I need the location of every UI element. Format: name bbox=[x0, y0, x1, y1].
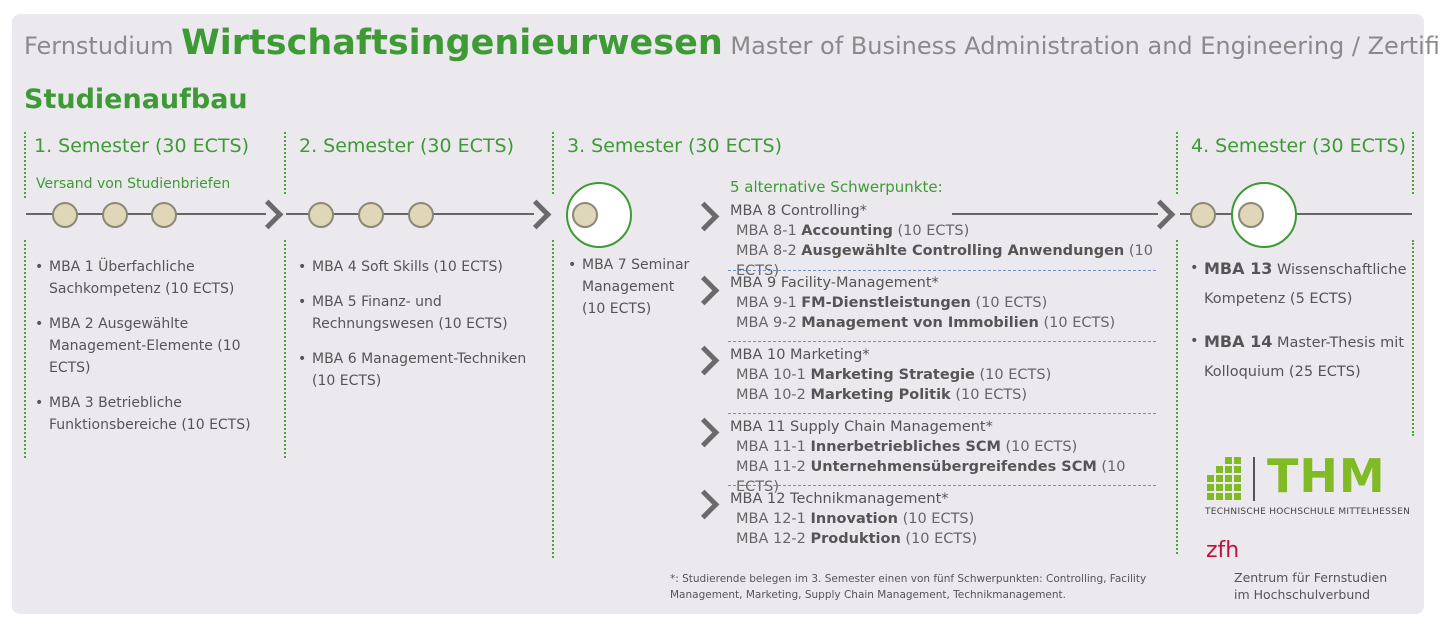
list-item: MBA 10-1 Marketing Strategie (10 ECTS) bbox=[736, 367, 1052, 383]
separator bbox=[1176, 132, 1178, 194]
timeline-segment bbox=[952, 213, 1158, 215]
module-dot bbox=[408, 202, 434, 228]
divider bbox=[728, 485, 1156, 486]
separator bbox=[552, 240, 554, 558]
separator bbox=[1412, 240, 1414, 436]
separator bbox=[1412, 132, 1414, 194]
specialization-facility-management: MBA 9 Facility-Management* MBA 9-1 FM-Di… bbox=[730, 273, 1160, 333]
specialization-title: MBA 9 Facility-Management* bbox=[730, 275, 939, 291]
specialization-title: MBA 8 Controlling* bbox=[730, 203, 867, 219]
timeline-segment bbox=[26, 213, 266, 215]
separator bbox=[1176, 240, 1178, 554]
semester-4-modules: MBA 13 Wissenschaftliche Kompetenz (5 EC… bbox=[1188, 254, 1408, 400]
list-item: MBA 12-2 Produktion (10 ECTS) bbox=[736, 531, 978, 547]
list-item: MBA 12-1 Innovation (10 ECTS) bbox=[736, 511, 975, 527]
specialization-supply-chain: MBA 11 Supply Chain Management* MBA 11-1… bbox=[730, 417, 1160, 497]
specialization-marketing: MBA 10 Marketing* MBA 10-1 Marketing Str… bbox=[730, 345, 1160, 405]
title-suffix: Master of Business Administration and En… bbox=[730, 32, 1440, 60]
list-item: MBA 11-1 Innerbetriebliches SCM (10 ECTS… bbox=[736, 439, 1078, 455]
specialization-title: MBA 11 Supply Chain Management* bbox=[730, 419, 993, 435]
module-dot bbox=[102, 202, 128, 228]
semester-1-heading: 1. Semester (30 ECTS) bbox=[34, 135, 249, 157]
shipping-note: Versand von Studienbriefen bbox=[36, 176, 231, 192]
list-item: MBA 14 Master-Thesis mit Kolloquium (25 … bbox=[1188, 327, 1408, 387]
footnote: *: Studierende belegen im 3. Semester ei… bbox=[670, 573, 1147, 601]
module-dot bbox=[308, 202, 334, 228]
list-item: MBA 6 Management-Techniken (10 ECTS) bbox=[296, 348, 541, 392]
semester-3-heading: 3. Semester (30 ECTS) bbox=[567, 135, 782, 157]
thm-logo-divider bbox=[1253, 457, 1255, 501]
divider bbox=[728, 341, 1156, 342]
list-item: MBA 5 Finanz- und Rechnungswesen (10 ECT… bbox=[296, 291, 541, 335]
separator bbox=[284, 132, 286, 194]
semester-2-modules: MBA 4 Soft Skills (10 ECTS) MBA 5 Finanz… bbox=[296, 256, 541, 405]
separator bbox=[24, 132, 26, 198]
list-item: MBA 4 Soft Skills (10 ECTS) bbox=[296, 256, 541, 278]
module-dot bbox=[151, 202, 177, 228]
zfh-subtitle: Zentrum für Fernstudien im Hochschulverb… bbox=[1234, 570, 1388, 602]
thm-logo-grid-icon bbox=[1205, 455, 1241, 500]
separator bbox=[552, 132, 554, 194]
divider bbox=[728, 413, 1156, 414]
title-main: Wirtschaftsingenieurwesen bbox=[181, 23, 723, 63]
list-item: MBA 2 Ausgewählte Management-Elemente (1… bbox=[33, 313, 268, 379]
module-dot bbox=[1190, 202, 1216, 228]
semester-3-modules: MBA 7 Seminar Management (10 ECTS) bbox=[566, 254, 701, 333]
module-dot bbox=[1238, 202, 1264, 228]
thm-logo-subtitle: TECHNISCHE HOCHSCHULE MITTELHESSEN bbox=[1205, 507, 1411, 517]
module-dot bbox=[52, 202, 78, 228]
separator bbox=[24, 240, 26, 458]
list-item: MBA 10-2 Marketing Politik (10 ECTS) bbox=[736, 387, 1028, 403]
page-title: Fernstudium Wirtschaftsingenieurwesen Ma… bbox=[24, 23, 1440, 63]
semester-4-heading: 4. Semester (30 ECTS) bbox=[1191, 135, 1406, 157]
list-item: MBA 7 Seminar Management (10 ECTS) bbox=[566, 254, 701, 320]
divider bbox=[728, 270, 1156, 271]
list-item: MBA 8-1 Accounting (10 ECTS) bbox=[736, 223, 970, 239]
list-item: MBA 1 Überfachliche Sachkompetenz (10 EC… bbox=[33, 256, 268, 300]
separator bbox=[284, 240, 286, 458]
list-item: MBA 3 Betriebliche Funktionsbereiche (10… bbox=[33, 392, 268, 436]
list-item: MBA 9-2 Management von Immobilien (10 EC… bbox=[736, 315, 1116, 331]
section-heading: Studienaufbau bbox=[24, 84, 248, 115]
specialization-title: MBA 10 Marketing* bbox=[730, 347, 870, 363]
specialization-technology-management: MBA 12 Technikmanagement* MBA 12-1 Innov… bbox=[730, 489, 1160, 549]
alternatives-title: 5 alternative Schwerpunkte: bbox=[730, 178, 943, 196]
specialization-title: MBA 12 Technikmanagement* bbox=[730, 491, 949, 507]
list-item: MBA 8-2 Ausgewählte Controlling Anwendun… bbox=[736, 243, 1153, 279]
zfh-logo: zfh bbox=[1206, 538, 1240, 563]
list-item: MBA 13 Wissenschaftliche Kompetenz (5 EC… bbox=[1188, 254, 1408, 314]
semester-1-modules: MBA 1 Überfachliche Sachkompetenz (10 EC… bbox=[33, 256, 268, 449]
semester-2-heading: 2. Semester (30 ECTS) bbox=[299, 135, 514, 157]
module-dot bbox=[358, 202, 384, 228]
list-item: MBA 9-1 FM-Dienstleistungen (10 ECTS) bbox=[736, 295, 1048, 311]
list-item: MBA 11-2 Unternehmensübergreifendes SCM … bbox=[736, 459, 1126, 495]
specialization-controlling: MBA 8 Controlling* MBA 8-1 Accounting (1… bbox=[730, 201, 1160, 281]
title-prefix: Fernstudium bbox=[24, 32, 174, 60]
module-dot bbox=[572, 202, 598, 228]
thm-logo-text: THM bbox=[1267, 449, 1386, 503]
